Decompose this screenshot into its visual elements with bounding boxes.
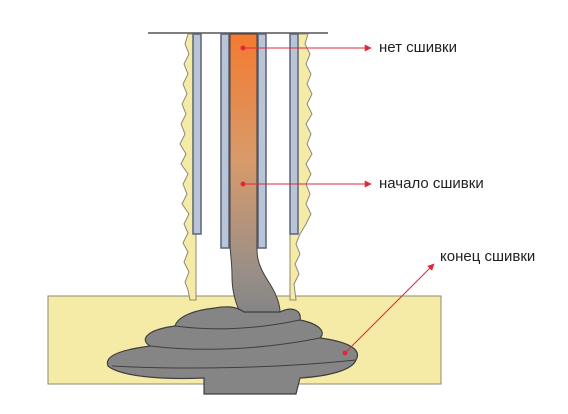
- casing-right-outer: [289, 33, 299, 235]
- pointer-arrow-bottom: [344, 263, 435, 354]
- cement-column: [229, 33, 281, 313]
- casing-left-inner: [220, 33, 230, 249]
- cement-pile: [106, 306, 359, 395]
- cement-fold-2: [174, 319, 301, 330]
- label-cure-start: начало сшивки: [379, 175, 484, 192]
- cement-fold-1: [149, 337, 321, 350]
- label-no-cure: нет сшивки: [379, 39, 457, 56]
- label-cure-end: конец сшивки: [440, 248, 536, 265]
- casing-right-inner: [257, 33, 267, 249]
- wellbore-formation: [179, 33, 197, 301]
- casing-left-outer: [192, 33, 202, 235]
- cement-fold-3: [111, 359, 357, 369]
